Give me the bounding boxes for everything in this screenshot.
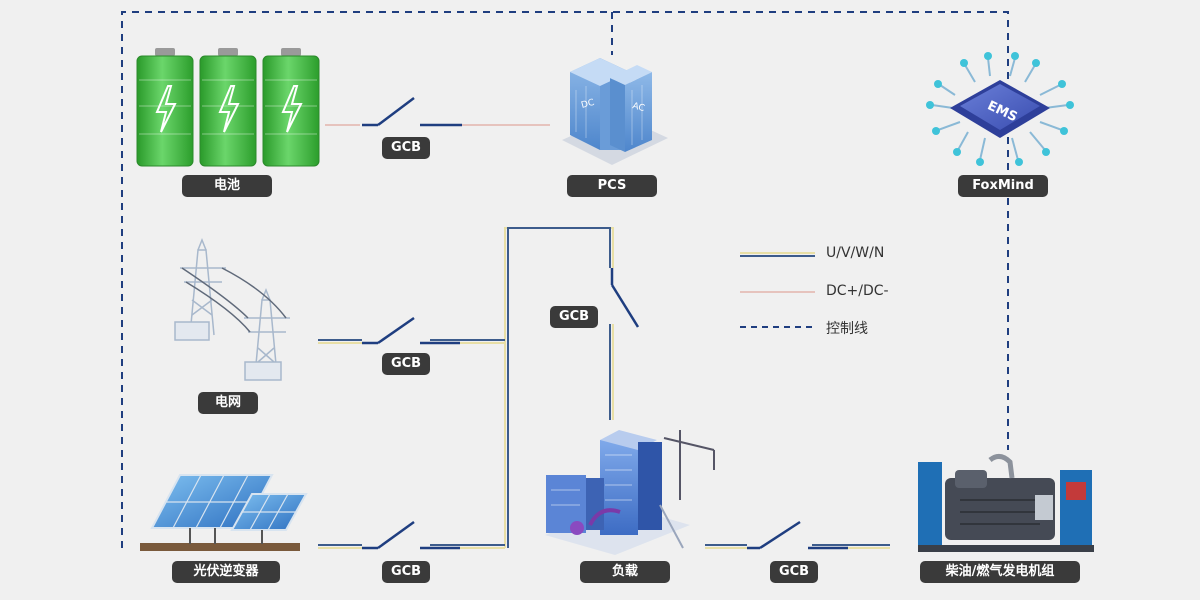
- switch-generator-label: GCB: [770, 561, 818, 583]
- pv-inverter-label: 光伏逆变器: [172, 561, 280, 583]
- legend-label-dc: DC+/DC-: [826, 283, 889, 299]
- ems-controller-label: FoxMind: [958, 175, 1048, 197]
- legend-label-control: 控制线: [826, 321, 868, 337]
- ac-bus: [318, 227, 890, 549]
- pcs-ac-text: AC: [631, 101, 645, 114]
- solar-panel-icon: [140, 474, 308, 551]
- switch-grid-label: GCB: [382, 353, 430, 375]
- pcs-icon: DC AC: [562, 58, 668, 165]
- legend-swatch-ac: [740, 252, 815, 257]
- grid-label: 电网: [198, 392, 258, 414]
- switch-pv[interactable]: [362, 520, 460, 550]
- switch-battery-pcs[interactable]: [362, 97, 462, 127]
- pcs-dc-text: DC: [580, 98, 595, 111]
- legend-label-ac: U/V/W/N: [826, 245, 885, 261]
- load-city-icon: [545, 430, 715, 555]
- switch-battery-pcs-label: GCB: [382, 137, 430, 159]
- generator-label: 柴油/燃气发电机组: [920, 561, 1080, 583]
- switch-load-feed[interactable]: [610, 268, 640, 328]
- battery-label: 电池: [182, 175, 272, 197]
- ems-chip-icon: EMS: [926, 52, 1074, 166]
- battery-icon: [136, 48, 320, 167]
- legend: [740, 252, 815, 328]
- switch-load-feed-label: GCB: [550, 306, 598, 328]
- load-label: 负载: [580, 561, 670, 583]
- switch-grid[interactable]: [362, 316, 460, 345]
- pcs-label: PCS: [567, 175, 657, 197]
- grid-tower-icon: [174, 237, 290, 381]
- switch-pv-label: GCB: [382, 561, 430, 583]
- generator-icon: [918, 454, 1094, 552]
- switch-generator[interactable]: [747, 520, 848, 550]
